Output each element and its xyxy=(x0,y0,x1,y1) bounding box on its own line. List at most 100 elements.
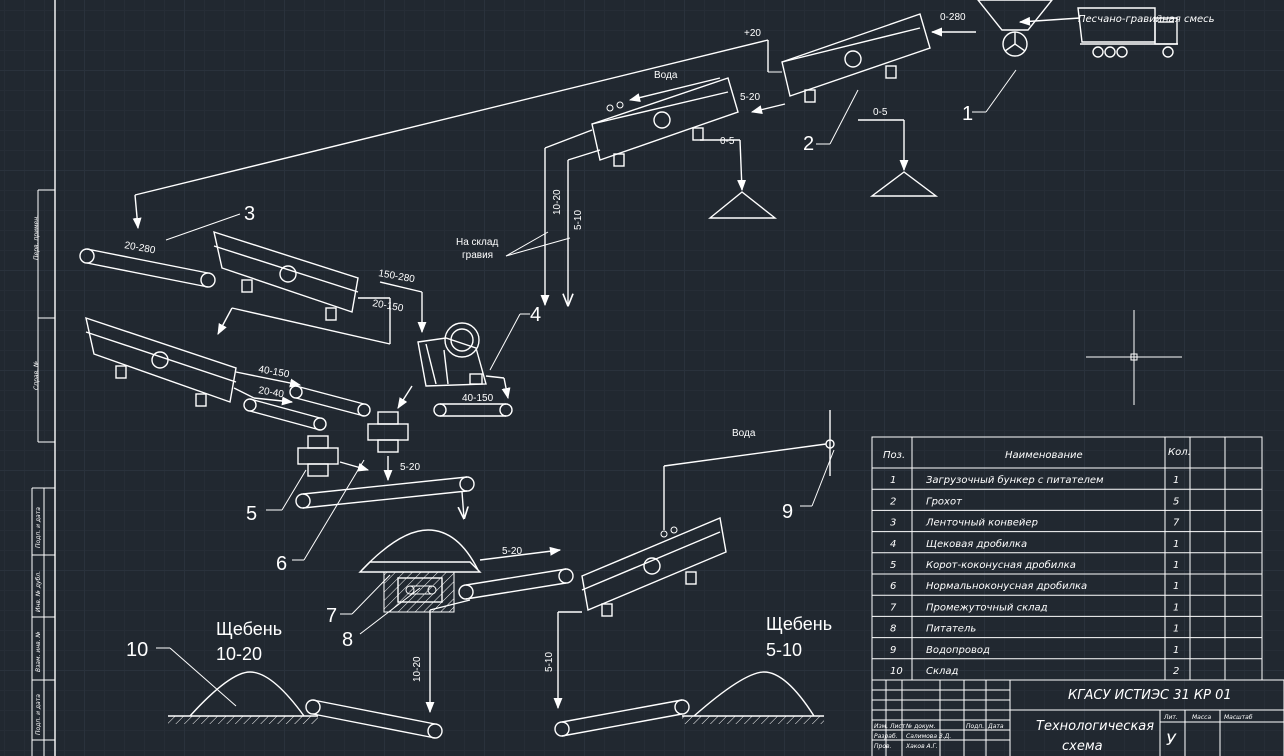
size-label: 0-5 xyxy=(873,107,888,118)
conveyor-upper-left: 20-280 xyxy=(79,240,216,288)
table-cell-pos: 1 xyxy=(890,475,896,486)
table-cell-pos: 9 xyxy=(890,645,896,656)
size-label: 20-40 xyxy=(257,385,285,400)
size-label: +20 xyxy=(744,28,761,39)
water-pipe: Вода xyxy=(663,410,835,530)
table-cell-pos: 7 xyxy=(890,602,897,613)
size-label: 0-5 xyxy=(720,136,735,147)
table-cell-qty: 1 xyxy=(1173,475,1179,486)
table-cell-qty: 2 xyxy=(1173,666,1179,677)
callout-number: 6 xyxy=(276,553,287,575)
callout-number: 4 xyxy=(530,304,541,326)
side-stamp-text: Справ. № xyxy=(33,361,40,390)
table-header-name: Наименование xyxy=(1005,450,1083,461)
crosshair-cursor xyxy=(1086,310,1182,405)
size-label: 5-10 xyxy=(573,210,584,230)
crushed-stone-label: Щебень xyxy=(216,619,282,639)
screen-upper-left: 20-150 150-280 xyxy=(213,230,427,345)
callout-number: 7 xyxy=(326,605,337,627)
crushed-stone-label: Щебень xyxy=(766,614,832,634)
col-stage: Лит. xyxy=(1163,714,1178,721)
callout-number: 3 xyxy=(244,203,255,225)
sand-stockpile-cones xyxy=(708,171,939,219)
document-code: КГАСУ ИСТИЭС 31 КР 01 xyxy=(1068,688,1232,703)
table-cell-name: Щековая дробилка xyxy=(926,538,1027,550)
size-label: 40-150 xyxy=(257,364,290,380)
table-cell-qty: 5 xyxy=(1173,496,1179,507)
table-cell-name: Грохот xyxy=(926,496,963,507)
row-label: Изм. Лист xyxy=(874,723,906,730)
scheme-title: Технологическая xyxy=(1036,719,1154,734)
to-gravel-store-label-2: гравия xyxy=(462,250,493,261)
conveyor-under-crushers xyxy=(295,476,475,518)
dev-name: Салимова З.Д. xyxy=(906,733,951,740)
size-label: 40-150 xyxy=(462,393,494,404)
to-gravel-store-label: На склад xyxy=(456,237,498,248)
table-cell-qty: 1 xyxy=(1173,539,1179,550)
table-cell-pos: 3 xyxy=(890,518,896,529)
size-label: 5-20 xyxy=(740,92,760,103)
side-stamp-text: Взам. инв. № xyxy=(35,631,42,672)
jaw-crusher: 40-150 xyxy=(397,322,513,417)
table-header-qty: Кол. xyxy=(1168,447,1191,458)
table-cell-name: Склад xyxy=(926,666,959,677)
check-label: Пров. xyxy=(874,743,892,750)
col-scale: Масштаб xyxy=(1224,714,1253,721)
row-label: Дата xyxy=(987,723,1004,730)
callout-number: 5 xyxy=(246,503,257,525)
intermediate-stockpile: 5-20 xyxy=(358,529,574,613)
callout-number: 1 xyxy=(962,103,973,125)
table-cell-pos: 4 xyxy=(890,539,896,550)
stockpile-right: Щебень 5-10 xyxy=(554,614,832,737)
stockpile-left: Щебень 10-20 xyxy=(168,619,443,739)
screen-lower: 5-10 10-20 xyxy=(412,517,727,714)
table-cell-name: Нормальноконусная дробилка xyxy=(926,580,1087,592)
callout-number: 10 xyxy=(126,639,148,661)
row-label: Подп. xyxy=(966,723,984,730)
table-cell-name: Загрузочный бункер с питателем xyxy=(926,474,1104,486)
size-label: 0-280 xyxy=(940,12,966,23)
table-cell-pos: 10 xyxy=(890,666,903,677)
table-cell-qty: 1 xyxy=(1173,560,1179,571)
size-label: 10-20 xyxy=(552,189,563,215)
screen-middle-left: 40-150 20-40 xyxy=(85,316,302,407)
callout-number: 9 xyxy=(782,501,793,523)
table-cell-qty: 1 xyxy=(1173,645,1179,656)
side-stamp-text: Подп. и дата xyxy=(35,694,42,735)
dump-truck: Песчано-гравийная смесь xyxy=(1077,7,1215,58)
size-label: 20-150 xyxy=(371,298,404,314)
table-cell-name: Питатель xyxy=(926,624,976,635)
water-label: Вода xyxy=(654,70,678,81)
side-stamp-text: Перв. примен. xyxy=(33,215,40,260)
loading-hopper xyxy=(977,0,1081,57)
dev-label: Разраб. xyxy=(874,733,898,740)
check-name: Хаков А.Г. xyxy=(905,743,938,750)
table-cell-qty: 1 xyxy=(1173,624,1179,635)
size-label: 20-280 xyxy=(123,240,156,256)
table-cell-qty: 1 xyxy=(1173,581,1179,592)
crushed-stone-label: 5-10 xyxy=(766,640,802,660)
size-label: 5-20 xyxy=(502,546,522,557)
table-cell-name: Ленточный конвейер xyxy=(925,518,1038,529)
col-mass: Масса xyxy=(1192,714,1211,721)
table-cell-name: Водопровод xyxy=(926,645,990,656)
side-stamps: Перв. примен. Справ. № Подп. и дата Инв.… xyxy=(33,215,42,735)
side-stamp-text: Подп. и дата xyxy=(35,507,42,548)
stage-value: У xyxy=(1166,730,1177,749)
table-cell-qty: 7 xyxy=(1173,518,1180,529)
callouts: 1 2 3 4 5 6 7 8 9 10 xyxy=(126,69,1017,707)
cone-crushers: 5-20 xyxy=(297,411,420,482)
sand-gravel-label: Песчано-гравийная смесь xyxy=(1078,14,1215,25)
table-cell-name: Корот-коконусная дробилка xyxy=(926,559,1076,571)
side-stamp-text: Инв. № дубл. xyxy=(35,571,42,612)
table-cell-name: Промежуточный склад xyxy=(926,602,1048,613)
table-cell-pos: 8 xyxy=(890,624,896,635)
table-cell-pos: 5 xyxy=(890,560,896,571)
size-label: 5-10 xyxy=(544,652,555,672)
table-header-pos: Поз. xyxy=(883,450,905,461)
specification-table: Поз. Наименование Кол. 1 Загрузочный бунк… xyxy=(871,436,1263,681)
scheme-title-2: схема xyxy=(1062,739,1103,754)
crushed-stone-label: 10-20 xyxy=(216,644,262,664)
